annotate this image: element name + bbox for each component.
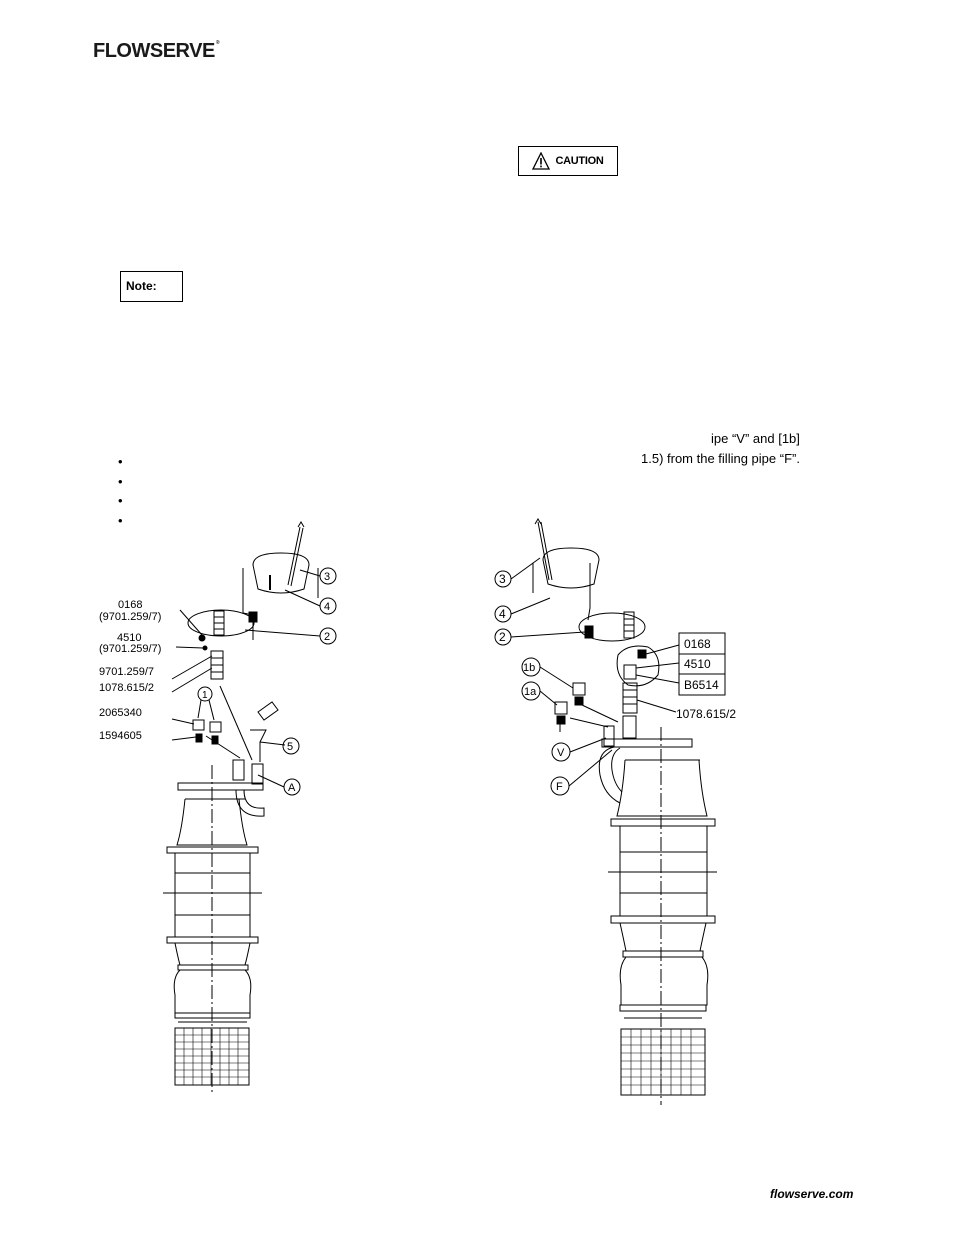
right-pump-drawing: 0168 4510 B6514 1078.615/2 1b 1a 2 3 4 V… — [494, 518, 736, 1105]
warning-triangle-icon — [532, 152, 551, 170]
logo-text: FLOWSERVE — [93, 40, 215, 62]
reservoir-drawing — [242, 521, 319, 616]
bullet: • — [118, 454, 123, 469]
right-callout-1a: 1a — [524, 686, 537, 698]
note-box: Note: — [120, 271, 183, 302]
bullet-list: • • • • — [118, 452, 123, 530]
right-callout-2: 2 — [499, 630, 506, 644]
bullet: • — [118, 473, 123, 489]
bullet: • — [118, 512, 123, 528]
note-label: Note: — [126, 279, 157, 293]
left-label-2065340: 2065340 — [99, 707, 142, 719]
reservoir-drawing — [532, 518, 600, 621]
left-label-1078: 1078.615/2 — [99, 682, 154, 694]
callout-1-circle — [197, 686, 213, 702]
right-callout-3: 3 — [499, 572, 506, 586]
right-label-b6514: B6514 — [684, 678, 719, 692]
caution-label: CAUTION — [555, 155, 604, 167]
caution-box: CAUTION — [518, 146, 618, 176]
right-callout-4: 4 — [499, 607, 506, 621]
left-callout-1: 1 — [202, 690, 208, 701]
right-label-1078: 1078.615/2 — [676, 707, 736, 721]
left-callout-3: 3 — [324, 571, 330, 583]
left-callout-4: 4 — [324, 601, 330, 613]
left-label-1594605: 1594605 — [99, 730, 142, 742]
right-callout-v: V — [557, 747, 565, 759]
left-label-9701: 9701.259/7 — [99, 666, 154, 678]
left-pump-drawing: 0168 (9701.259/7) 4510 (9701.259/7) 9701… — [99, 521, 337, 1095]
left-label-4510-ref: (9701.259/7) — [99, 643, 161, 655]
left-callout-2: 2 — [324, 631, 330, 643]
text-fragment-2: 1.5) from the filling pipe “F”. — [641, 451, 800, 466]
right-callout-f: F — [556, 781, 563, 793]
right-callout-1b: 1b — [523, 662, 535, 674]
text-fragment-1: ipe “V” and [1b] — [711, 431, 800, 446]
left-callout-5: 5 — [287, 741, 293, 753]
bullet: • — [118, 493, 123, 508]
footer-website: flowserve.com — [770, 1187, 854, 1201]
detail-ellipse — [187, 609, 255, 637]
right-label-4510: 4510 — [684, 657, 711, 671]
left-callout-a: A — [288, 782, 296, 794]
left-label-4510: 4510 — [117, 632, 141, 644]
registered-mark: ® — [215, 40, 220, 46]
right-label-0168: 0168 — [684, 637, 711, 651]
left-label-0168-ref: (9701.259/7) — [99, 611, 161, 623]
left-label-0168: 0168 — [118, 599, 142, 611]
flowserve-logo: FLOWSERVE® — [93, 40, 220, 63]
